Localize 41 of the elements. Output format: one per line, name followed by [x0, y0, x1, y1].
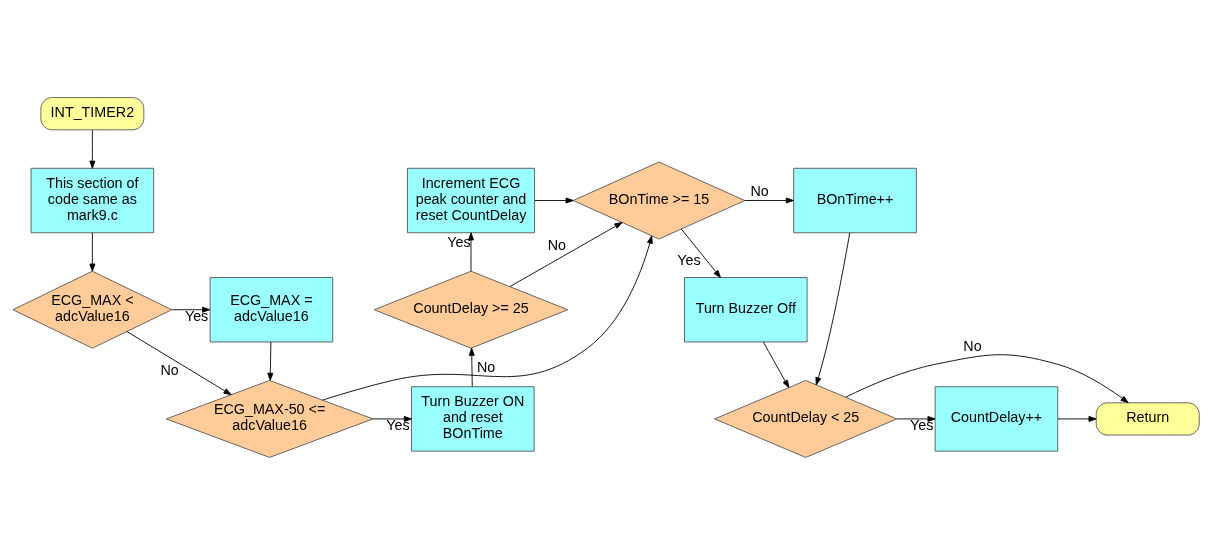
node-diamond: CountDelay >= 25 [373, 270, 569, 349]
arrow [372, 415, 412, 422]
node-box: Turn Buzzer ON and reset BOnTime [411, 385, 535, 452]
edge-label: Yes [677, 251, 701, 268]
edge-label: No [963, 337, 982, 354]
node-box: INT_TIMER2 [40, 96, 145, 130]
arrow [845, 353, 1129, 403]
node-box: BOnTime++ [793, 167, 917, 233]
edge-label: No [547, 236, 567, 253]
arrow [171, 306, 211, 313]
node-box: Return [1095, 401, 1200, 435]
arrow [744, 197, 794, 203]
arrow [896, 415, 936, 422]
arrow [680, 228, 721, 278]
node-diamond: ECG_MAX-50 <= adcValue16 [165, 379, 374, 458]
node-box: CountDelay++ [934, 385, 1059, 452]
node-box: Increment ECG peak counter and reset CountDelay [407, 167, 535, 233]
arrow [89, 129, 96, 169]
arrow [468, 231, 474, 272]
arrow [468, 347, 475, 387]
node-box: Turn Buzzer Off [684, 276, 808, 342]
edge-label: No [160, 361, 179, 378]
edge-label: Yes [447, 233, 471, 250]
edge-label: No [476, 358, 496, 375]
arrow [815, 231, 851, 385]
node-diamond: BOnTime >= 15 [572, 161, 746, 239]
node-box: ECG_MAX = adcValue16 [209, 276, 334, 342]
arrow [509, 221, 623, 287]
edge-label: No [750, 182, 769, 199]
arrow [762, 341, 790, 388]
edge-label: Yes [910, 416, 934, 433]
node-diamond: ECG_MAX < adcValue16 [12, 270, 173, 349]
arrow [534, 197, 574, 203]
arrow [267, 341, 274, 381]
node-box: This section of code same as mark9.c [30, 167, 155, 233]
arrow [89, 231, 96, 272]
edge-label: Yes [184, 307, 209, 324]
arrow [126, 330, 232, 395]
edge-label: Yes [386, 416, 410, 433]
arrow [322, 235, 653, 401]
arrow [1057, 415, 1097, 422]
